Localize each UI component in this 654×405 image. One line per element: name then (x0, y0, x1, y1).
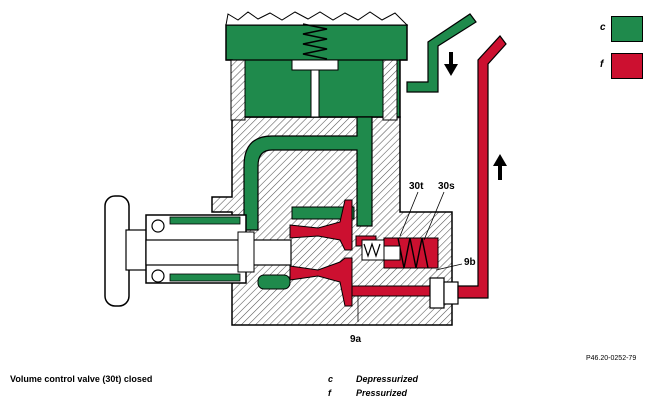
caption-key-f: f (328, 388, 331, 398)
pressure-line (457, 35, 507, 299)
pressure-valve-spring (383, 237, 439, 269)
caption-pressurized: Pressurized (356, 388, 408, 398)
figure-caption: Volume control valve (30t) closed (10, 374, 153, 384)
return-line (406, 13, 477, 93)
caption-key-c: c (328, 374, 334, 384)
drive-shaft (104, 195, 292, 307)
label-30s: 30s (438, 181, 455, 192)
pump-housing (211, 116, 453, 326)
leader-lines (357, 191, 463, 322)
label-9b: 9b (464, 257, 476, 268)
reservoir-chamber (225, 11, 409, 121)
reference-code: P46.20-0252-79 (586, 355, 637, 362)
flow-arrow-up-icon (493, 154, 507, 180)
caption-depressurized: Depressurized (356, 374, 419, 384)
flow-arrow-down-icon (444, 52, 458, 76)
depressurized-channel (243, 116, 373, 290)
outlet-fitting (429, 277, 459, 309)
volume-control-valve (361, 239, 385, 261)
legend-key-f: f (600, 59, 604, 70)
reservoir-spring (302, 23, 328, 60)
legend-key-c: c (600, 22, 606, 33)
label-30t: 30t (409, 181, 424, 192)
legend-swatch-pressurized (611, 53, 643, 79)
legend-swatch-depressurized (611, 16, 643, 42)
label-9a: 9a (350, 334, 362, 345)
